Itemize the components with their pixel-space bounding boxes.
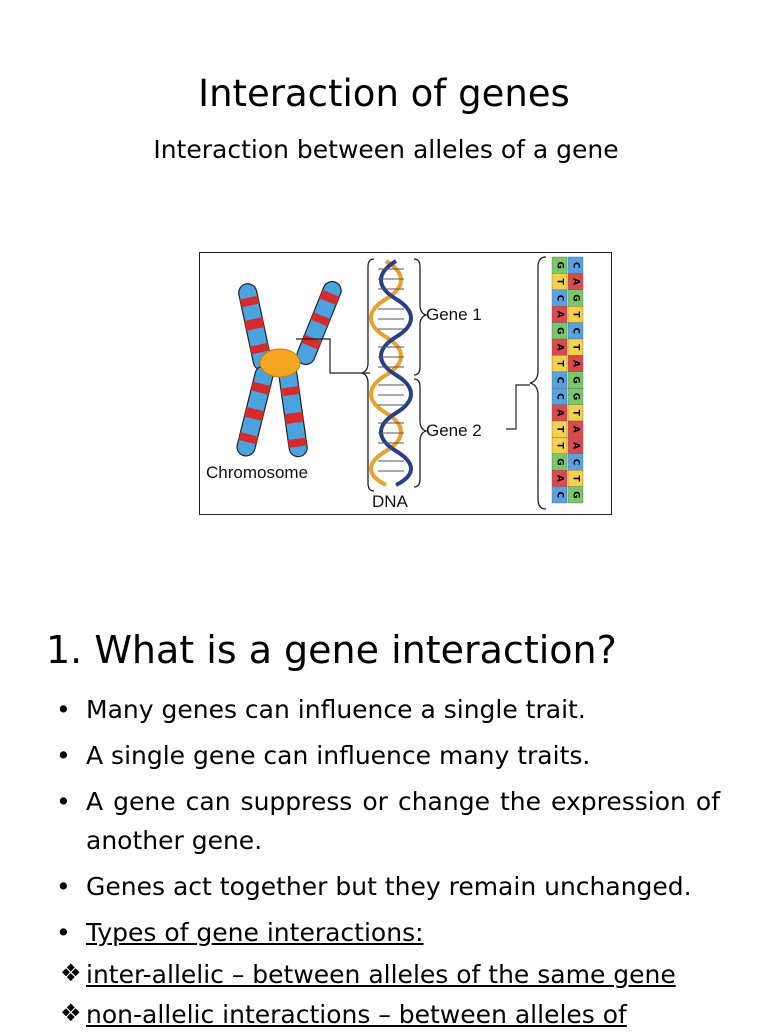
base-letter: A [571, 442, 581, 449]
base-letter: A [555, 311, 565, 318]
base-letter: C [571, 262, 581, 269]
bullet-icon: • [56, 741, 71, 770]
bullet-icon: • [56, 918, 71, 947]
bullet-icon: • [56, 872, 71, 901]
sub-list: ❖ inter-allelic – between alleles of the… [60, 955, 724, 1035]
base-letter: G [555, 327, 565, 334]
base-letter: C [555, 295, 565, 302]
base-letter: G [571, 376, 581, 383]
bullet-icon: • [56, 787, 71, 816]
list-item: •Many genes can influence a single trait… [56, 690, 720, 729]
diamond-bullet-icon: ❖ [60, 999, 82, 1027]
base-letter: A [571, 360, 581, 367]
base-letter: C [571, 327, 581, 334]
base-letter: G [555, 458, 565, 465]
list-item-types-heading: •Types of gene interactions: [56, 913, 720, 952]
chromosome-shape [236, 280, 342, 458]
base-cell [567, 486, 584, 504]
section-heading: 1. What is a gene interaction? [46, 628, 617, 672]
base-cell [551, 486, 568, 504]
base-letter: T [571, 475, 581, 482]
base-letter: T [555, 361, 565, 368]
chromosome-dna-illustration: Gene 1 Gene 2 Chromosome DNA GTCAGATCCAT… [206, 256, 584, 511]
base-letter: C [571, 459, 581, 466]
sub-list-item: ❖ non-allelic interactions – between all… [60, 995, 724, 1035]
base-letter: T [571, 344, 581, 351]
base-letter: C [555, 491, 565, 498]
sub-list-item: ❖ inter-allelic – between alleles of the… [60, 955, 724, 995]
list-item: •Genes act together but they remain unch… [56, 867, 720, 906]
base-letter: C [555, 377, 565, 384]
base-letter: A [555, 344, 565, 351]
slide-subtitle: Interaction between alleles of a gene [153, 135, 619, 164]
base-letter: G [571, 393, 581, 400]
base-letter: T [555, 279, 565, 286]
base-letter: G [571, 294, 581, 301]
sequence-column-left: G T C A G A T C C A T T G A C [551, 256, 568, 504]
sequence-column-right: C A G T C T A G G T A A C T G [567, 256, 584, 504]
dna-label: DNA [372, 492, 409, 511]
base-letter: A [555, 475, 565, 482]
gene2-label: Gene 2 [426, 421, 482, 440]
diamond-bullet-icon: ❖ [60, 959, 82, 987]
slide-title: Interaction of genes [198, 72, 570, 115]
bullet-icon: • [56, 695, 71, 724]
list-item: •A gene can suppress or change the expre… [56, 782, 720, 860]
list-item: •A single gene can influence many traits… [56, 736, 720, 775]
base-letter: A [555, 409, 565, 416]
bullet-list: •Many genes can influence a single trait… [56, 690, 720, 959]
base-letter: T [555, 443, 565, 450]
base-letter: G [571, 491, 581, 498]
chromosome-label: Chromosome [206, 463, 308, 482]
base-letter: T [555, 426, 565, 433]
base-letter: T [571, 410, 581, 417]
dna-helix [369, 259, 413, 487]
base-letter: A [571, 426, 581, 433]
base-letter: G [555, 262, 565, 269]
base-letter: T [571, 311, 581, 318]
gene1-label: Gene 1 [426, 305, 482, 324]
base-letter: C [555, 393, 565, 400]
base-letter: A [571, 278, 581, 285]
